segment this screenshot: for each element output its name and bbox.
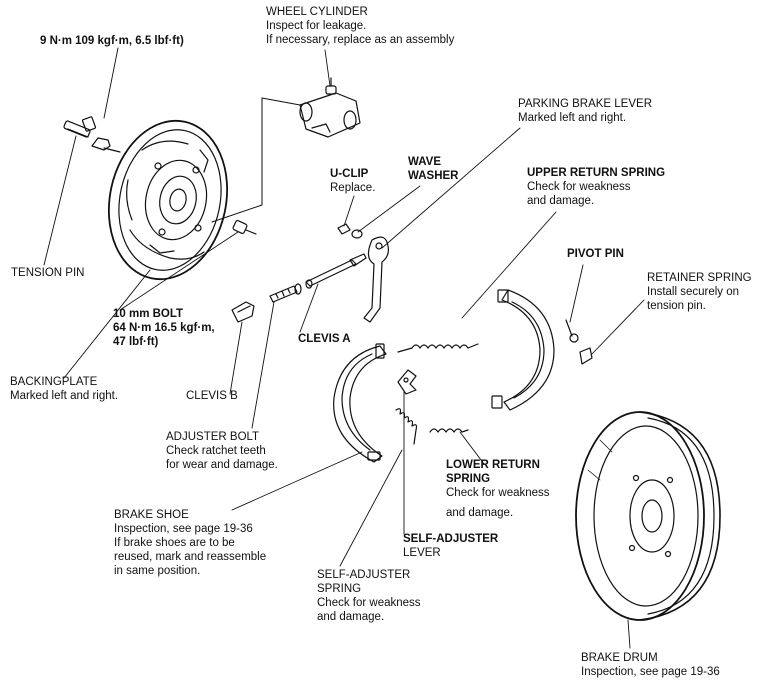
lower-return-spring-line1: SPRING: [446, 473, 491, 485]
adjuster-bolt-line2: for wear and damage.: [166, 459, 278, 471]
wave-washer-line2: WASHER: [408, 170, 459, 182]
upper-return-spring-line1: Check for weakness: [527, 181, 631, 193]
self-adjuster-spring-line1: SPRING: [317, 583, 362, 595]
lower-return-spring-title: LOWER RETURN: [446, 459, 540, 471]
clevis-b-title: CLEVIS B: [186, 390, 238, 402]
brake-shoe-title: BRAKE SHOE: [114, 509, 189, 521]
self-adjuster-spring-title: SELF-ADJUSTER: [317, 569, 411, 581]
backing-plate-drawing: [107, 119, 229, 281]
bolt-10mm-drawing: [232, 219, 257, 235]
clevis-a-title: CLEVIS A: [298, 333, 351, 345]
adjuster-bolt-drawing: [269, 283, 302, 303]
adjuster-bolt-label: ADJUSTER BOLT Check ratchet teeth for we…: [166, 430, 278, 472]
tension-pin-label: TENSION PIN: [11, 266, 84, 280]
wheel-cylinder-line1: Inspect for leakage.: [266, 20, 367, 32]
clevis-b-label: CLEVIS B: [186, 389, 238, 403]
wheel-cylinder-drawing: [299, 77, 361, 138]
brake-shoe-label: BRAKE SHOE Inspection, see page 19-36 If…: [114, 508, 266, 578]
brake-shoe-line2: If brake shoes are to be: [114, 537, 235, 549]
parking-brake-lever-label: PARKING BRAKE LEVER Marked left and righ…: [518, 97, 652, 125]
upper-return-spring-drawing: [397, 343, 479, 353]
retainer-spring-label: RETAINER SPRING Install securely on tens…: [647, 271, 752, 313]
leader-lines: [43, 47, 645, 649]
wheel-cylinder-title: WHEEL CYLINDER: [266, 6, 368, 18]
backing-plate-line1: Marked left and right.: [10, 390, 119, 402]
self-adjuster-lever-drawing: [397, 369, 417, 395]
bolt-10mm-line2: 47 lbf·ft): [113, 336, 159, 348]
upper-return-spring-title: UPPER RETURN SPRING: [527, 167, 666, 179]
brake-shoe-line4: in same position.: [114, 565, 201, 577]
bolt-10mm-label: 10 mm BOLT 64 N·m 16.5 kgf·m, 47 lbf·ft): [113, 307, 215, 349]
retainer-spring-drawing: [579, 347, 593, 365]
clevis-b-drawing: [231, 301, 255, 323]
tension-pin-title: TENSION PIN: [11, 267, 85, 279]
retainer-spring-title: RETAINER SPRING: [647, 272, 752, 284]
adjuster-bolt-line1: Check ratchet teeth: [166, 445, 266, 457]
retainer-spring-line2: tension pin.: [647, 300, 706, 312]
u-clip-title: U-CLIP: [330, 168, 369, 180]
adjuster-bolt-title: ADJUSTER BOLT: [166, 431, 260, 443]
pivot-pin-drawing: [565, 319, 579, 343]
clevis-a-label: CLEVIS A: [298, 332, 351, 346]
parking-brake-lever-drawing: [363, 236, 389, 323]
brake-drum-line1: Inspection, see page 19-36: [581, 666, 720, 678]
self-adjuster-spring-line3: and damage.: [317, 611, 385, 623]
bolt-10mm-title: 10 mm BOLT: [113, 308, 184, 320]
wave-washer-line1: WAVE: [408, 156, 442, 168]
brake-shoe-line3: reused, mark and reassemble: [114, 551, 267, 563]
self-adjuster-lever-title: SELF-ADJUSTER: [403, 533, 499, 545]
lower-return-spring-line2: Check for weakness: [446, 487, 550, 499]
retainer-spring-line1: Install securely on: [647, 286, 740, 298]
lower-return-spring-drawing: [429, 428, 469, 433]
brake-drum-drawing: [575, 411, 721, 621]
lower-return-spring-label: LOWER RETURN SPRING Check for weakness a…: [446, 458, 550, 520]
upper-return-spring-label: UPPER RETURN SPRING Check for weakness a…: [527, 166, 665, 208]
backing-plate-title: BACKINGPLATE: [10, 376, 98, 388]
self-adjuster-spring-drawing: [395, 408, 418, 445]
u-clip-drawing: [337, 223, 351, 235]
self-adjuster-spring-label: SELF-ADJUSTER SPRING Check for weakness …: [317, 568, 421, 624]
self-adjuster-lever-line1: LEVER: [403, 547, 441, 559]
bolt-torque-label: 9 N·m 109 kgf·m, 6.5 lbf·ft): [40, 34, 184, 48]
parking-brake-lever-title: PARKING BRAKE LEVER: [518, 98, 652, 110]
self-adjuster-lever-label: SELF-ADJUSTER LEVER: [403, 532, 498, 560]
bolt-10mm-line1: 64 N·m 16.5 kgf·m,: [113, 322, 215, 334]
pivot-pin-title: PIVOT PIN: [567, 248, 624, 260]
u-clip-label: U-CLIP Replace.: [330, 167, 375, 195]
clevis-a-drawing: [305, 253, 367, 289]
wheel-cylinder-line2: If necessary, replace as an assembly: [266, 34, 455, 46]
parking-brake-lever-line1: Marked left and right.: [518, 112, 627, 124]
tension-pin-drawing: [63, 116, 121, 153]
brake-drum-label: BRAKE DRUM Inspection, see page 19-36: [581, 651, 720, 679]
brake-shoe-left-drawing: [333, 343, 387, 463]
wheel-cylinder-label: WHEEL CYLINDER Inspect for leakage. If n…: [266, 5, 454, 47]
brake-shoe-right-drawing: [491, 289, 555, 411]
wave-washer-drawing: [351, 229, 363, 239]
backing-plate-label: BACKINGPLATE Marked left and right.: [10, 375, 118, 403]
bolt-torque-text: 9 N·m 109 kgf·m, 6.5 lbf·ft): [40, 35, 184, 47]
brake-drum-title: BRAKE DRUM: [581, 652, 658, 664]
pivot-pin-label: PIVOT PIN: [567, 247, 624, 261]
u-clip-line1: Replace.: [330, 182, 376, 194]
brake-shoe-line1: Inspection, see page 19-36: [114, 523, 253, 535]
self-adjuster-spring-line2: Check for weakness: [317, 597, 421, 609]
wave-washer-label: WAVE WASHER: [408, 155, 458, 183]
upper-return-spring-line2: and damage.: [527, 195, 595, 207]
lower-return-spring-line3: and damage.: [446, 507, 514, 519]
